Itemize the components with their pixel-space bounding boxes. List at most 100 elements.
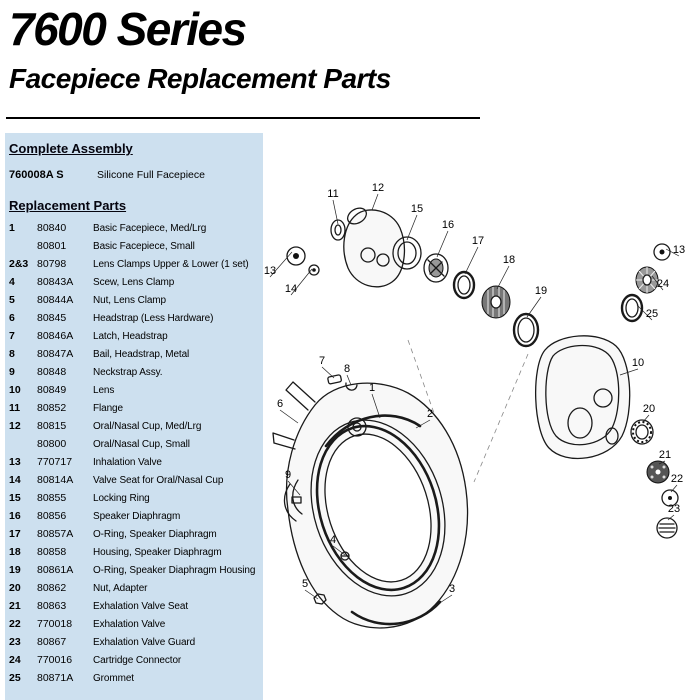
cell-item: 18 xyxy=(9,546,21,558)
cell-desc: Exhalation Valve Seat xyxy=(93,601,188,612)
housing-o-ring-drawing xyxy=(512,312,540,348)
callout-leader xyxy=(371,193,379,211)
cell-desc: O-Ring, Speaker Diaphragm Housing xyxy=(93,565,256,576)
lens-drawing xyxy=(534,335,631,460)
parts-table-row: 12 80815 Oral/Nasal Cup, Med/Lrg xyxy=(9,420,261,438)
callout-label: 1 xyxy=(369,382,375,394)
callout-label: 15 xyxy=(411,203,423,215)
cell-part: 80849 xyxy=(37,384,67,396)
cell-part: 80844A xyxy=(37,294,74,306)
callout-label: 16 xyxy=(442,219,454,231)
callout-label: 25 xyxy=(646,308,658,320)
header-rule xyxy=(6,117,480,119)
cell-part: 80857A xyxy=(37,528,74,540)
callout-label: 14 xyxy=(285,283,297,295)
cell-item: 20 xyxy=(9,582,21,594)
callout-leader xyxy=(371,393,381,419)
callout-leader xyxy=(636,304,653,321)
cell-desc: Headstrap (Less Hardware) xyxy=(93,313,214,324)
cell-item: 25 xyxy=(9,672,21,684)
callout-leader xyxy=(304,589,319,600)
callout-leader xyxy=(290,268,313,296)
assembly-description: Silicone Full Facepiece xyxy=(97,169,205,181)
cell-desc: Exhalation Valve xyxy=(93,619,166,630)
cell-desc: Nut, Lens Clamp xyxy=(93,295,166,306)
callout-label: 21 xyxy=(659,449,671,461)
cell-desc: Oral/Nasal Cup, Small xyxy=(93,439,190,450)
flange-drawing xyxy=(330,219,346,241)
cell-part: 80801 xyxy=(37,240,67,252)
cell-part: 80871A xyxy=(37,672,74,684)
cartridge-connector-stack-drawing xyxy=(620,243,671,323)
cell-desc: Scew, Lens Clamp xyxy=(93,277,175,288)
callout-label: 9 xyxy=(285,469,291,481)
cell-part: 80815 xyxy=(37,420,67,432)
cell-desc: Flange xyxy=(93,403,123,414)
cell-item: 13 xyxy=(9,456,21,468)
callout-leader xyxy=(651,275,664,291)
callout-label: 17 xyxy=(472,235,484,247)
cell-part: 80862 xyxy=(37,582,67,594)
cell-item: 12 xyxy=(9,420,21,432)
cell-item: 6 xyxy=(9,312,15,324)
callout-leader xyxy=(415,419,431,429)
cell-item: 9 xyxy=(9,366,15,378)
callout-leader xyxy=(406,214,418,241)
parts-table-row: 80800 Oral/Nasal Cup, Small xyxy=(9,438,261,456)
callout-label: 10 xyxy=(632,357,644,369)
callout-leader xyxy=(346,374,352,386)
cell-part: 80867 xyxy=(37,636,67,648)
cell-part: 80861A xyxy=(37,564,74,576)
callout-leader xyxy=(436,230,449,258)
cell-part: 770717 xyxy=(37,456,73,468)
callout-label: 5 xyxy=(302,578,308,590)
cell-item: 7 xyxy=(9,330,15,342)
locking-ring-drawing xyxy=(392,236,422,270)
callout-leader xyxy=(279,409,299,424)
callout-label: 7 xyxy=(319,355,325,367)
cell-part: 80855 xyxy=(37,492,67,504)
cell-item: 17 xyxy=(9,528,21,540)
parts-panel: Complete Assembly 760008A S Silicone Ful… xyxy=(5,133,263,700)
cell-part: 80856 xyxy=(37,510,67,522)
callout-label: 11 xyxy=(327,188,338,200)
cell-desc: Lens xyxy=(93,385,115,396)
callout-label: 18 xyxy=(503,254,515,266)
cell-item: 2&3 xyxy=(9,258,29,270)
callout-leader xyxy=(269,251,293,278)
callout-label: 6 xyxy=(277,398,283,410)
cell-item: 21 xyxy=(9,600,21,612)
cell-part: 770018 xyxy=(37,618,73,630)
cell-part: 80798 xyxy=(37,258,67,270)
cell-desc: Oral/Nasal Cup, Med/Lrg xyxy=(93,421,202,432)
callout-leader xyxy=(287,480,301,496)
cell-desc: Basic Facepiece, Med/Lrg xyxy=(93,223,207,234)
cell-item: 19 xyxy=(9,564,21,576)
callout-leader xyxy=(670,484,678,493)
callout-label: 2 xyxy=(427,408,433,420)
callout-label: 4 xyxy=(330,534,336,546)
callout-label: 22 xyxy=(671,473,683,485)
replacement-parts-heading: Replacement Parts xyxy=(9,198,127,213)
callout-label: 19 xyxy=(535,285,547,297)
callout-leader xyxy=(431,594,453,609)
cell-part: 80800 xyxy=(37,438,67,450)
callout-label: 24 xyxy=(657,278,669,290)
cell-item: 1 xyxy=(9,222,15,234)
speaker-housing-drawing xyxy=(481,285,511,319)
callout-leader xyxy=(619,368,639,376)
